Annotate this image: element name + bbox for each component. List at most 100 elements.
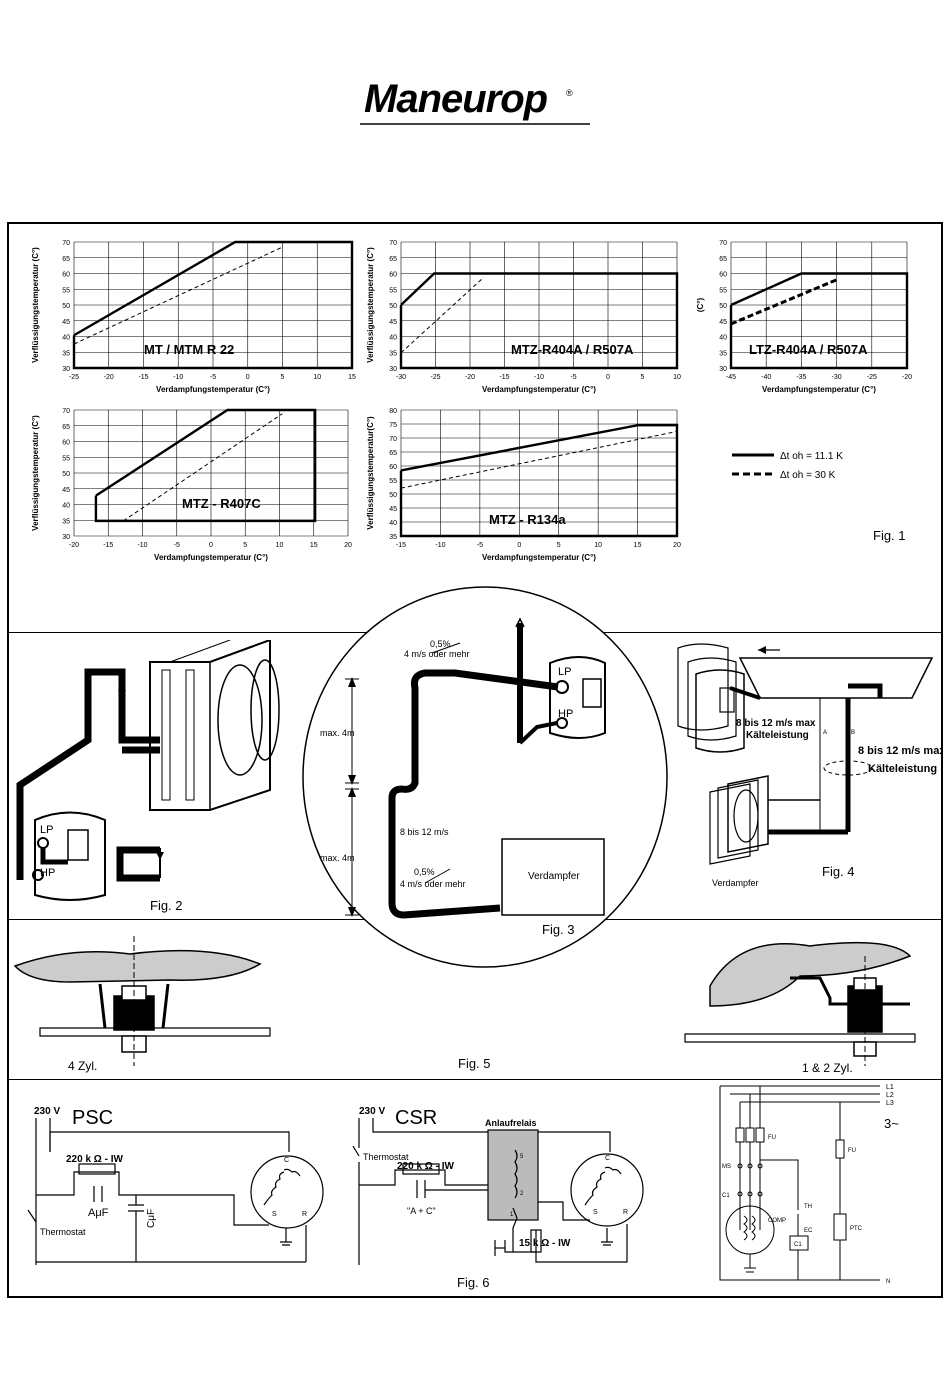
three-fu2: FU <box>848 1148 856 1154</box>
fig3-caption: Fig. 3 <box>542 922 575 937</box>
y-axis-label: (C°) <box>696 298 705 313</box>
y-tick-label: 55 <box>389 287 397 294</box>
y-tick-label: 55 <box>719 287 727 294</box>
y-tick-label: 45 <box>389 506 397 513</box>
three-ms: MS <box>722 1164 731 1170</box>
y-tick-label: 45 <box>389 319 397 326</box>
y-tick-label: 55 <box>62 287 70 294</box>
y-tick-label: 60 <box>389 464 397 471</box>
x-tick-label: 5 <box>281 374 285 381</box>
three-c1: C1 <box>722 1193 730 1199</box>
chart-label: MTZ-R404A / R507A <box>511 342 634 357</box>
x-tick-label: -40 <box>761 374 771 381</box>
fig4-capacity1: Kälteleistung <box>746 730 809 741</box>
y-tick-label: 40 <box>389 335 397 342</box>
psc-cap-a: AμF <box>88 1207 109 1219</box>
y-tick-label: 70 <box>62 240 70 247</box>
fig5-left: 4 Zyl. <box>68 1059 97 1073</box>
y-axis-label: Verflüssigungstemperatur (C°) <box>366 247 375 363</box>
y-tick-label: 70 <box>719 240 727 247</box>
csr-n1: 1 <box>510 1212 514 1218</box>
x-tick-label: -25 <box>69 374 79 381</box>
three-comp: COMP <box>768 1218 786 1224</box>
csr-title: CSR <box>395 1107 437 1129</box>
chart-ltz-r404a: -45-40-35-30-25-20303540455055606570LTZ-… <box>696 240 912 394</box>
y-tick-label: 65 <box>719 256 727 263</box>
y-tick-label: 50 <box>62 303 70 310</box>
csr-resistor2: 15 k Ω - IW <box>519 1238 571 1249</box>
fig2-hp: HP <box>40 867 55 879</box>
x-tick-label: 10 <box>313 374 321 381</box>
x-tick-label: -10 <box>534 374 544 381</box>
x-tick-label: 10 <box>594 542 602 549</box>
x-axis-label: Verdampfungstemperatur (C°) <box>156 385 270 394</box>
y-tick-label: 30 <box>719 366 727 373</box>
fig4-drawing: 8 bis 12 m/s max Kälteleistung 8 bis 12 … <box>677 643 942 888</box>
x-tick-label: 15 <box>310 542 318 549</box>
csr-r: R <box>623 1209 628 1216</box>
y-tick-label: 60 <box>62 272 70 279</box>
three-fu1: FU <box>768 1135 776 1141</box>
fig3-max1: max. 4m <box>320 728 355 738</box>
fig3-hp: HP <box>558 708 573 720</box>
csr-voltage: 230 V <box>359 1106 385 1117</box>
y-tick-label: 40 <box>389 520 397 527</box>
x-tick-label: -10 <box>435 542 445 549</box>
envelope-solid <box>94 408 317 523</box>
x-tick-label: 20 <box>344 542 352 549</box>
x-tick-label: 20 <box>673 542 681 549</box>
fig4-capacity2: Kälteleistung <box>868 763 937 775</box>
fig2-lp: LP <box>40 824 53 836</box>
csr-thermostat: Thermostat <box>363 1152 409 1162</box>
three-th: TH <box>804 1204 812 1210</box>
fig1-caption: Fig. 1 <box>873 528 906 543</box>
fig4-b: B <box>851 730 855 736</box>
fig2-drawing: LP HP Fig. 2 <box>16 640 280 913</box>
fig4-caption: Fig. 4 <box>822 864 855 879</box>
x-tick-label: -25 <box>867 374 877 381</box>
y-axis-label: Verflüssigungstemperatur(C°) <box>366 416 375 530</box>
psc-s: S <box>272 1211 277 1218</box>
psc-cap-c: CμF <box>146 1209 157 1228</box>
maneurop-logo: Maneurop ® <box>360 77 590 126</box>
x-axis-label: Verdampfungstemperatur (C°) <box>154 553 268 562</box>
envelope-solid <box>72 240 354 370</box>
psc-thermostat: Thermostat <box>40 1227 86 1237</box>
fig6-three-phase: L1 L2 L3 FU FU MS C1 TH COMP EC PTC C1 N… <box>719 1084 899 1285</box>
y-tick-label: 60 <box>62 440 70 447</box>
fig3-lp: LP <box>558 666 571 678</box>
x-tick-label: -20 <box>902 374 912 381</box>
three-l2: L2 <box>886 1092 894 1099</box>
x-tick-label: -30 <box>832 374 842 381</box>
y-tick-label: 45 <box>719 319 727 326</box>
x-tick-label: -10 <box>137 542 147 549</box>
x-tick-label: -15 <box>499 374 509 381</box>
x-tick-label: 0 <box>209 542 213 549</box>
fig5-right: 1 & 2 Zyl. <box>802 1061 853 1075</box>
y-tick-label: 75 <box>389 422 397 429</box>
y-tick-label: 60 <box>719 272 727 279</box>
csr-relay: Anlaufrelais <box>485 1118 537 1128</box>
x-tick-label: -15 <box>103 542 113 549</box>
x-tick-label: 10 <box>673 374 681 381</box>
x-tick-label: -5 <box>210 374 216 381</box>
document-frame <box>7 222 943 1298</box>
fig4-speed1: 8 bis 12 m/s max <box>736 718 816 729</box>
psc-c: C <box>284 1157 289 1164</box>
x-tick-label: -5 <box>477 542 483 549</box>
chart-label: MTZ - R134a <box>489 512 566 527</box>
x-tick-label: -10 <box>173 374 183 381</box>
x-tick-label: 10 <box>276 542 284 549</box>
y-tick-label: 80 <box>389 408 397 415</box>
fig3-speed-top: 4 m/s oder mehr <box>404 649 470 659</box>
fig3-slope-top: 0,5% <box>430 639 451 649</box>
legend-dashed: Δt oh = 30 K <box>780 470 836 481</box>
x-tick-label: 5 <box>557 542 561 549</box>
x-tick-label: -15 <box>138 374 148 381</box>
three-c1b: C1 <box>794 1242 802 1248</box>
fig6-caption: Fig. 6 <box>457 1275 490 1290</box>
x-tick-label: 0 <box>517 542 521 549</box>
y-tick-label: 70 <box>389 240 397 247</box>
